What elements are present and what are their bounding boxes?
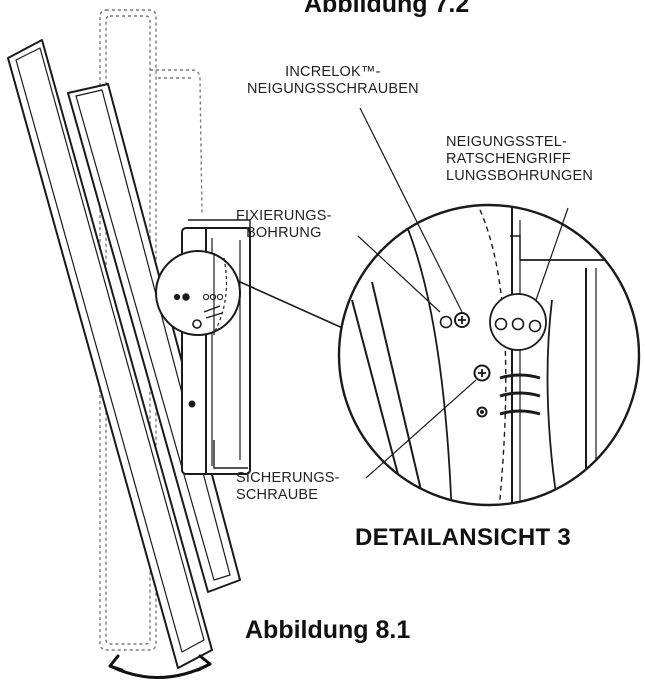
tilt-arrow-icon xyxy=(108,654,212,679)
callout-line: NEIGUNGSSTEL- xyxy=(446,134,568,150)
callout-line: SICHERUNGS- xyxy=(236,470,340,486)
detail-circle-large xyxy=(337,203,641,507)
callout-line: FIXIERUNGS- xyxy=(236,208,332,224)
detail-holes xyxy=(439,293,547,418)
callout-leaders xyxy=(357,107,569,479)
detail-interior xyxy=(351,205,639,505)
callout-line: SCHRAUBE xyxy=(236,487,319,503)
callout-line: NEIGUNGSSCHRAUBEN xyxy=(247,81,419,97)
figure-title-top: Abbildung 7.2 xyxy=(304,0,470,18)
screw-head-icon xyxy=(454,312,470,328)
callout-increlok-screws: INCRELOK™- NEIGUNGSSCHRAUBEN xyxy=(247,64,419,98)
callout-ratchet-handle: NEIGUNGSSTEL- RATSCHENGRIFF LUNGSBOHRUNG… xyxy=(446,134,593,185)
callout-line: LUNGSBOHRUNGEN xyxy=(446,168,594,184)
detail-connector-line xyxy=(237,280,348,331)
callout-line: RATSCHENGRIFF xyxy=(446,151,571,167)
callout-fixing-hole: FIXIERUNGS- BOHRUNG xyxy=(236,208,332,242)
security-screw-head-icon xyxy=(473,364,491,382)
fixing-hole xyxy=(439,315,453,329)
figure-title-bottom: Abbildung 8.1 xyxy=(245,616,411,644)
detail-view-title: DETAILANSICHT 3 xyxy=(355,524,572,551)
detail-circle-small xyxy=(155,250,241,336)
callout-line: INCRELOK™- xyxy=(285,64,381,80)
callout-security-screw: SICHERUNGS- SCHRAUBE xyxy=(236,470,340,504)
callout-line: BOHRUNG xyxy=(246,225,322,241)
